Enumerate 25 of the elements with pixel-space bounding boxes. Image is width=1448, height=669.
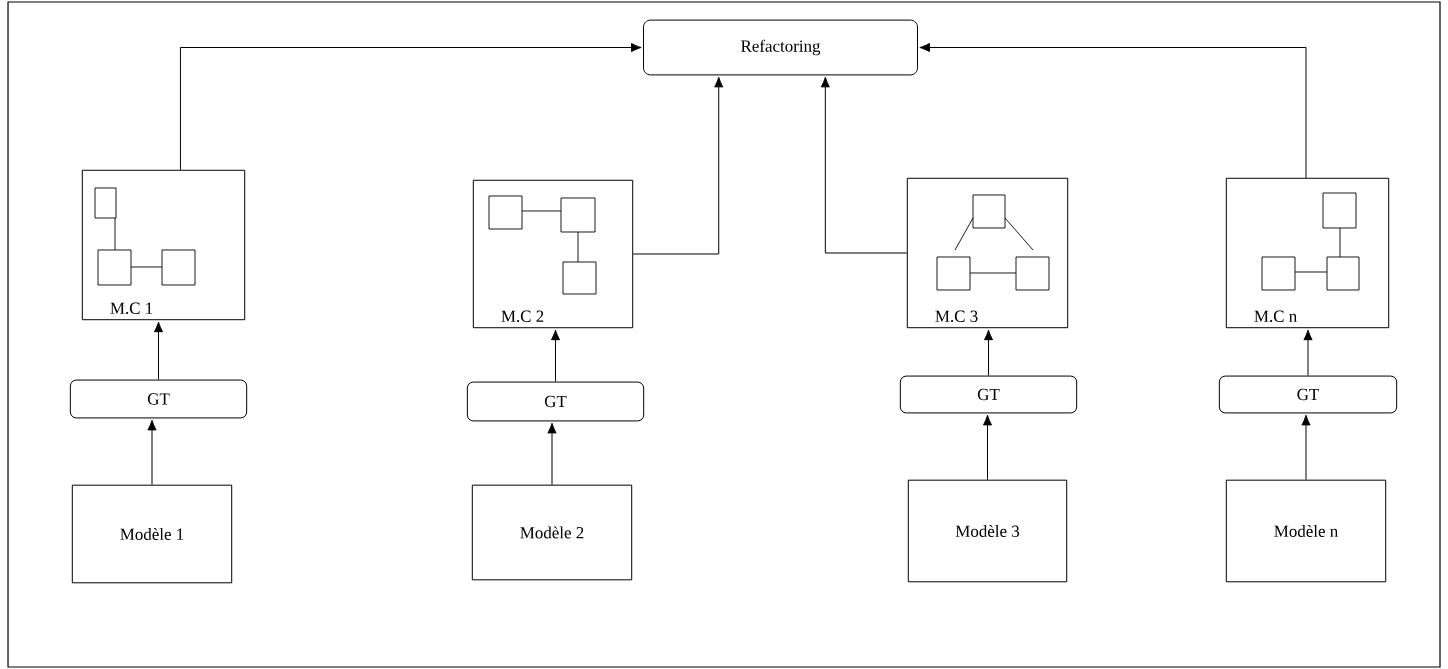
arrow	[632, 76, 724, 255]
diagram-box: M.C 2	[472, 179, 634, 329]
transform-box: GT	[1218, 375, 1398, 414]
arrow	[147, 419, 157, 486]
transform-box: GT	[466, 381, 645, 422]
transform-box: GT	[899, 375, 1078, 414]
diagram-box: M.C 3	[906, 177, 1069, 329]
arrow	[919, 42, 1307, 179]
arrow	[179, 42, 642, 171]
arrow	[547, 422, 557, 486]
transform-box: GT	[69, 379, 248, 419]
diagram-box: M.C 1	[81, 169, 246, 321]
model-box: Modèle n	[1225, 479, 1387, 583]
model-box: Modèle 3	[907, 479, 1068, 583]
model-box: Modèle 2	[471, 484, 633, 581]
arrow	[1303, 329, 1313, 377]
arrow	[983, 329, 994, 377]
diagram-box: M.C n	[1225, 177, 1390, 329]
arrow	[153, 321, 164, 381]
arrow	[550, 329, 561, 383]
arrow	[982, 414, 993, 481]
arrow	[820, 76, 908, 254]
model-box: Modèle 1	[71, 484, 233, 584]
process-box: Refactoring	[643, 19, 918, 76]
arrow	[1301, 414, 1311, 481]
